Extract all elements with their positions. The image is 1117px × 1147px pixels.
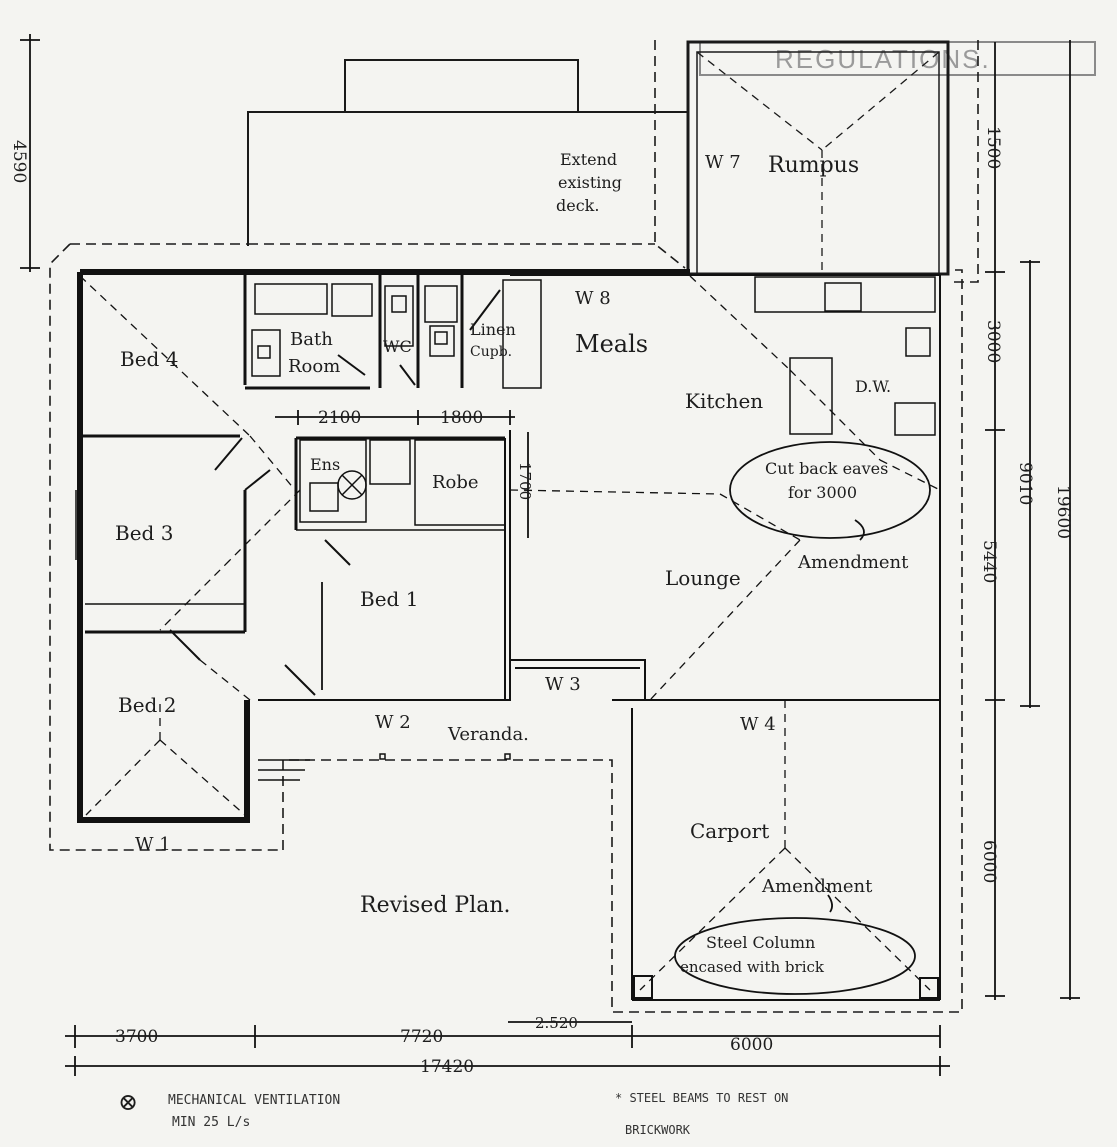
dim-1500: 1500 bbox=[983, 126, 1003, 169]
window-label-w3: W 3 bbox=[545, 674, 581, 695]
plan-title: Revised Plan. bbox=[360, 893, 511, 918]
room-label-dw: D.W. bbox=[855, 377, 891, 396]
deck-label-line2: existing bbox=[558, 173, 622, 192]
footer-notes: ⊗ MECHANICAL VENTILATION MIN 25 L/s * ST… bbox=[118, 1088, 788, 1137]
dim-7720: 7720 bbox=[400, 1027, 443, 1047]
room-label-lounge: Lounge bbox=[665, 566, 741, 590]
room-label-robe: Robe bbox=[432, 472, 479, 493]
room-label-bed2: Bed 2 bbox=[118, 693, 176, 717]
window-label-w1: W 1 bbox=[135, 834, 171, 855]
eaves-note-line1: Cut back eaves bbox=[765, 459, 888, 478]
internal-walls bbox=[75, 272, 506, 700]
room-label-bed1: Bed 1 bbox=[360, 587, 418, 611]
dim-17420: 17420 bbox=[420, 1057, 474, 1077]
amendment-clouds bbox=[674, 441, 931, 995]
room-label-bed3: Bed 3 bbox=[115, 521, 173, 545]
window-label-w2: W 2 bbox=[375, 712, 411, 733]
room-label-meals: Meals bbox=[575, 330, 648, 358]
room-label-linen-line2: Cupb. bbox=[470, 344, 512, 360]
dim-6000-bottom: 6000 bbox=[730, 1035, 773, 1055]
window-label-w8: W 8 bbox=[575, 288, 611, 309]
room-labels: Bed 4 Bed 3 Bed 2 Bed 1 Bath Room WC Lin… bbox=[115, 150, 891, 843]
dim-9010: 9010 bbox=[1015, 462, 1035, 505]
dim-2520: 2.520 bbox=[535, 1014, 578, 1032]
dimension-lines bbox=[20, 34, 1080, 1076]
dim-4590: 4590 bbox=[9, 140, 29, 183]
steel-beams-note-line1: * STEEL BEAMS TO REST ON bbox=[615, 1091, 788, 1105]
room-label-veranda: Veranda. bbox=[447, 724, 529, 745]
amendment-note-1: Amendment bbox=[797, 552, 909, 573]
room-label-ens: Ens bbox=[310, 455, 340, 474]
dim-3000: 3000 bbox=[983, 320, 1003, 363]
ventilation-note-line1: MECHANICAL VENTILATION bbox=[168, 1093, 340, 1108]
dim-6000-right: 6000 bbox=[979, 840, 999, 883]
window-label-w4: W 4 bbox=[740, 714, 776, 735]
steel-column-note-line1: Steel Column bbox=[706, 933, 815, 952]
ventilation-symbol-icon: ⊗ bbox=[118, 1088, 138, 1116]
room-label-linen-line1: Linen bbox=[470, 320, 516, 339]
room-label-bath-line1: Bath bbox=[290, 329, 333, 350]
regulations-stamp-text: REGULATIONS. bbox=[775, 44, 991, 74]
deck-label-line3: deck. bbox=[556, 196, 599, 215]
room-label-rumpus: Rumpus bbox=[768, 153, 859, 178]
dim-5440: 5440 bbox=[979, 540, 999, 583]
existing-deck-outline bbox=[247, 59, 688, 246]
window-label-w7: W 7 bbox=[705, 152, 741, 173]
dimension-labels: 4590 2100 1800 1700 1500 3000 9010 19600… bbox=[9, 126, 1073, 1077]
room-label-bath-line2: Room bbox=[288, 356, 340, 377]
steel-column-note-line2: encased with brick bbox=[680, 958, 825, 976]
room-label-wc: WC bbox=[383, 337, 412, 356]
amendment-notes: Cut back eaves for 3000 Amendment Amendm… bbox=[680, 459, 909, 976]
dim-1800: 1800 bbox=[440, 408, 483, 428]
eaves-outline bbox=[49, 40, 979, 1013]
ventilation-note-line2: MIN 25 L/s bbox=[172, 1115, 250, 1130]
carport-outline bbox=[612, 699, 941, 1001]
dim-3700: 3700 bbox=[115, 1027, 158, 1047]
room-label-carport: Carport bbox=[690, 819, 769, 843]
dim-2100: 2100 bbox=[318, 408, 361, 428]
fixtures bbox=[251, 276, 936, 526]
deck-label-line1: Extend bbox=[560, 150, 617, 169]
external-walls bbox=[77, 269, 690, 823]
steel-beams-note-line2: BRICKWORK bbox=[625, 1123, 691, 1137]
room-label-bed4: Bed 4 bbox=[120, 347, 178, 371]
eaves-note-line2: for 3000 bbox=[788, 483, 857, 502]
window-labels: W 1 W 2 W 3 W 4 W 7 W 8 bbox=[135, 152, 776, 855]
amendment-note-2: Amendment bbox=[761, 876, 873, 897]
veranda-steps bbox=[258, 753, 511, 781]
door-lines bbox=[169, 289, 501, 696]
room-label-kitchen: Kitchen bbox=[685, 389, 763, 413]
regulations-stamp: REGULATIONS. bbox=[699, 41, 1096, 76]
roof-hip-lines bbox=[79, 275, 941, 991]
dim-1700: 1700 bbox=[516, 462, 534, 500]
dim-19600: 19600 bbox=[1053, 485, 1073, 539]
